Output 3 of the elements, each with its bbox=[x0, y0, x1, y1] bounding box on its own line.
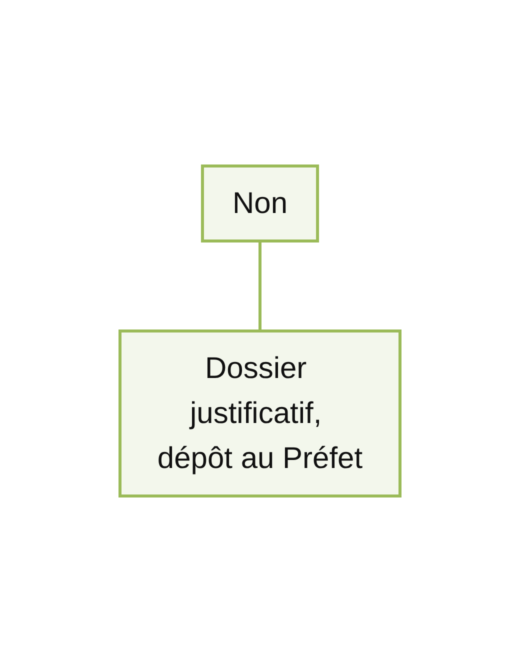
connector bbox=[258, 240, 261, 330]
node-box: Non bbox=[200, 164, 319, 242]
node-box: Dossier justificatif, dépôt au Préfet bbox=[118, 329, 401, 497]
